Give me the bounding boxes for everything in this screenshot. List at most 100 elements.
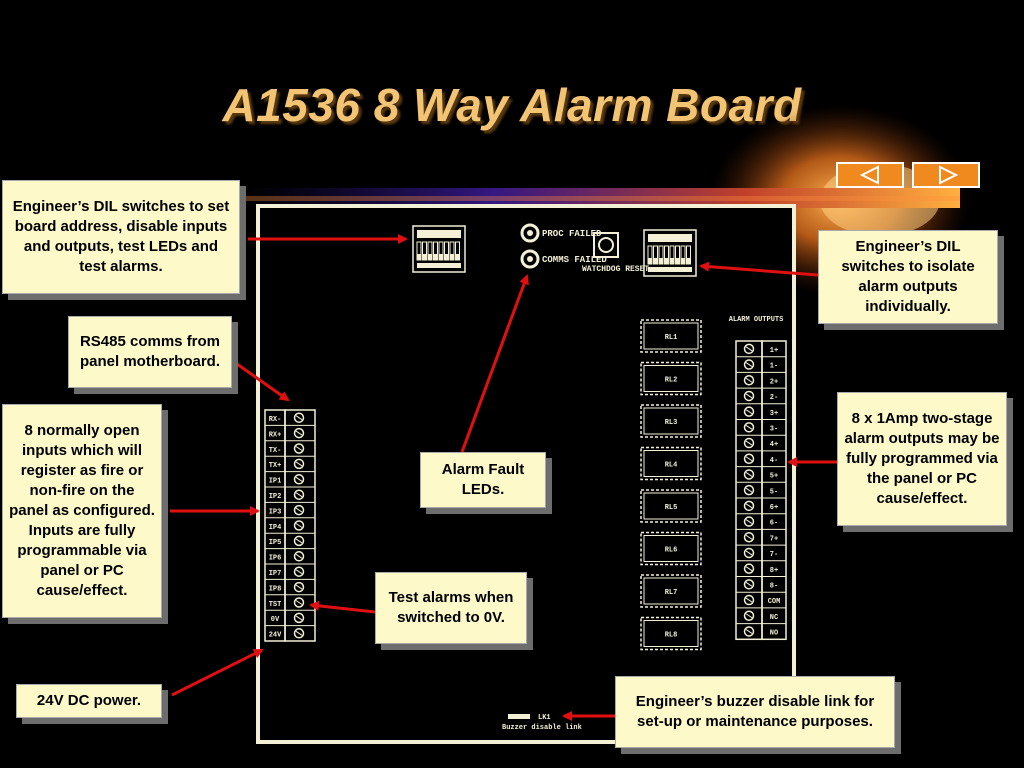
terminal-screw-icon (743, 516, 755, 527)
dil-switch-address-icon (412, 225, 466, 273)
output-terminal-label: 8+ (770, 567, 778, 575)
triangle-left-icon (859, 165, 879, 185)
terminal-screw-icon (293, 581, 305, 593)
terminal-screw-icon (293, 489, 305, 500)
callout-power: 24V DC power. (16, 684, 162, 718)
relay-label: RL6 (665, 547, 678, 555)
buzzer-link-icon (508, 714, 530, 719)
terminal-screw-icon (743, 579, 755, 590)
relay-icon (640, 361, 702, 396)
output-terminal-label: 7+ (770, 535, 778, 543)
output-terminal-label: 1+ (770, 347, 778, 355)
terminal-screw-icon (293, 412, 305, 423)
previous-slide-button[interactable] (836, 162, 904, 188)
callout-buzzer: Engineer’s buzzer disable link for set-u… (615, 676, 895, 748)
input-terminal-label: IP5 (269, 539, 282, 547)
input-terminal-label: IP2 (269, 493, 282, 501)
output-terminal-label: 4+ (770, 441, 778, 449)
input-terminal-label: 24V (269, 632, 282, 640)
terminal-screw-icon (743, 390, 755, 402)
relay-icon (640, 531, 702, 566)
relay-label: RL1 (665, 334, 678, 342)
output-terminal-label: 3+ (770, 410, 778, 418)
relay-label: RL2 (665, 377, 678, 385)
terminal-screw-icon (293, 612, 305, 624)
input-terminal-label: RX+ (269, 431, 282, 439)
relay-icon (640, 404, 702, 438)
comms-failed-label: COMMS FAILED (542, 255, 607, 265)
terminal-screw-icon (743, 626, 755, 637)
terminal-screw-icon (743, 532, 755, 543)
terminal-screw-icon (743, 437, 755, 449)
input-terminal-label: TX+ (269, 462, 282, 470)
input-terminal-label: IP3 (269, 508, 282, 516)
callout-fault-leds: Alarm Fault LEDs. (420, 452, 546, 508)
output-terminal-label: NC (770, 614, 778, 622)
terminal-screw-icon (293, 520, 305, 531)
output-terminal-label: 4- (770, 457, 778, 465)
slide-title: A1536 8 Way Alarm Board (222, 79, 802, 131)
terminal-screw-icon (743, 484, 755, 496)
terminal-screw-icon (293, 628, 305, 639)
output-terminal-label: 8- (770, 583, 778, 591)
terminal-screw-icon (293, 504, 305, 516)
relay-icon (640, 616, 702, 651)
terminal-screw-icon (743, 469, 755, 480)
proc-failed-label: PROC FAILED (542, 229, 602, 239)
input-terminal-label: IP8 (269, 585, 282, 593)
callout-dil-address: Engineer’s DIL switches to set board add… (2, 180, 240, 294)
terminal-screw-icon (743, 422, 755, 433)
terminal-screw-icon (293, 551, 305, 562)
triangle-right-icon (939, 165, 959, 185)
callout-outputs: 8 x 1Amp two-stage alarm outputs may be … (837, 392, 1007, 526)
terminal-screw-icon (293, 443, 305, 454)
terminal-screw-icon (743, 375, 755, 386)
output-terminal-label: NO (770, 630, 778, 638)
terminal-screw-icon (293, 566, 305, 577)
terminal-screw-icon (743, 563, 755, 574)
output-terminal-label: 6+ (770, 504, 778, 512)
terminal-screw-icon (293, 535, 305, 547)
dil-switch-isolate-icon (643, 229, 697, 277)
callout-inputs: 8 normally open inputs which will regist… (2, 404, 162, 618)
output-terminal-label: 2- (770, 394, 778, 402)
comms-failed-led-icon (520, 249, 540, 269)
output-terminal-label: 1- (770, 363, 778, 371)
output-terminal-label: 6- (770, 520, 778, 528)
relay-icon (640, 446, 702, 481)
watchdog-reset-label: WATCHDOG RESET (582, 265, 649, 274)
proc-failed-led-icon (520, 223, 540, 243)
alarm-outputs-label: ALARM OUTPUTS (729, 316, 784, 324)
terminal-screw-icon (293, 597, 305, 608)
output-terminal-label: 3- (770, 426, 778, 434)
arrow-test-alarms (309, 600, 376, 614)
output-terminal-label: 5- (770, 488, 778, 496)
terminal-screw-icon (743, 453, 755, 464)
callout-dil-isolate: Engineer’s DIL switches to isolate alarm… (818, 230, 998, 324)
terminal-screw-icon (293, 427, 305, 439)
output-terminal-label: COM (768, 598, 781, 606)
callout-rs485: RS485 comms from panel motherboard. (68, 316, 232, 388)
terminal-screw-icon (743, 594, 755, 606)
input-terminal-strip: RX-RX+TX-TX+IP1IP2IP3IP4IP5IP6IP7IP8TST0… (264, 409, 316, 642)
relay-icon (640, 574, 702, 608)
input-terminal-label: IP1 (269, 478, 282, 486)
terminal-screw-icon (293, 458, 305, 470)
buzzer-link-caption: Buzzer disable link (502, 724, 582, 732)
terminal-screw-icon (743, 547, 755, 559)
relay-label: RL5 (665, 504, 678, 512)
callout-test-alarms: Test alarms when switched to 0V. (375, 572, 527, 644)
input-terminal-label: IP6 (269, 555, 282, 563)
arrow-power (171, 648, 264, 697)
terminal-screw-icon (743, 343, 755, 355)
terminal-screw-icon (743, 500, 755, 512)
relay-icon (640, 489, 702, 523)
input-terminal-label: IP4 (269, 524, 282, 532)
relay-label: RL7 (665, 589, 678, 597)
input-terminal-label: RX- (269, 416, 282, 424)
arrow-fault-leds (460, 274, 529, 453)
terminal-screw-icon (743, 610, 755, 621)
next-slide-button[interactable] (912, 162, 980, 188)
relay-icon (640, 319, 702, 353)
